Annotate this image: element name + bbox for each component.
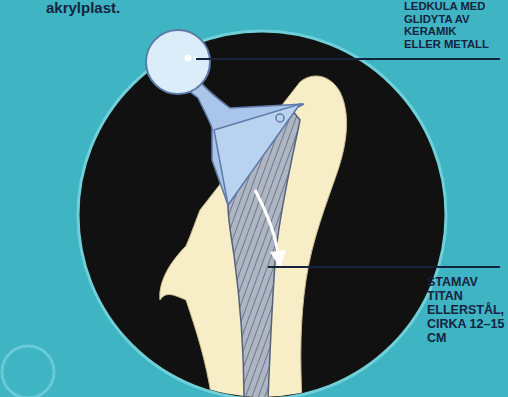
part-label: STAMAV TITAN ELLERSTÅL, CIRKA 12–15 CM	[427, 275, 505, 345]
part-label: LEDKULA MED GLIDYTA AV KERAMIK ELLER MET…	[404, 0, 496, 50]
detail-circle	[78, 31, 446, 397]
insertion-arrow	[270, 250, 286, 268]
femur-bone	[160, 76, 347, 397]
leader-line	[196, 58, 500, 60]
neck	[180, 76, 304, 205]
leader-line	[268, 266, 500, 268]
ball-head	[146, 30, 210, 94]
note-text: akrylplast.	[46, 0, 166, 17]
background-ring	[2, 346, 54, 397]
